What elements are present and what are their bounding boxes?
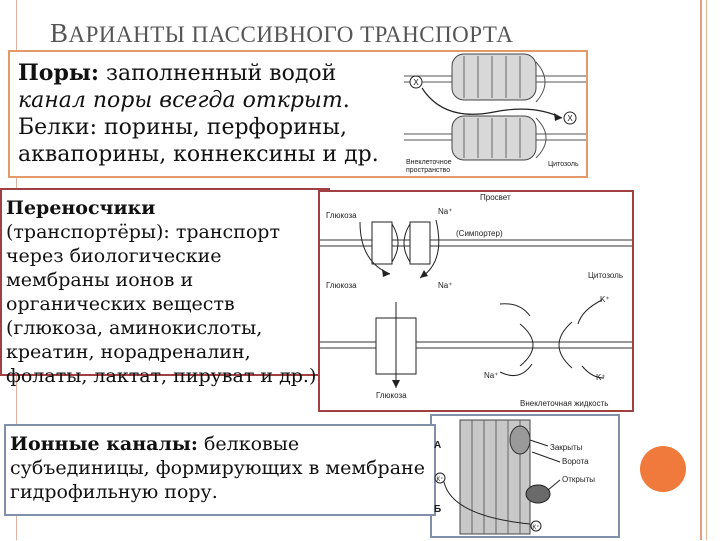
carrier-glucose-mid: Глюкоза: [326, 281, 357, 290]
carrier-diagram-box: [318, 190, 634, 412]
channel-open: Открыты: [562, 475, 595, 484]
pore-diagram: X X Внеклеточное пространство Цитозоль: [404, 52, 586, 181]
slide-title-rest: АРИАНТЫ ПАССИВНОГО ТРАНСПОРТА: [68, 22, 514, 47]
carriers-label: Переносчики: [6, 197, 156, 219]
frame-right-line-inner: [706, 0, 707, 540]
carrier-symporter: (Симпортер): [456, 229, 503, 238]
accent-circle: [640, 446, 686, 492]
pore-label-left-2: пространство: [406, 167, 450, 174]
carrier-glucose-top: Глюкоза: [326, 211, 357, 220]
carrier-bottom-label: Внеклеточная жидкость: [520, 399, 608, 408]
pores-label: Поры:: [18, 60, 100, 86]
pore-label-left-1: Внеклеточное: [406, 159, 452, 166]
pore-marker-right: X: [567, 114, 573, 123]
frame-right-line: [700, 0, 702, 540]
channel-diagram: А Б K⁺ K⁺ Закрыты Ворота Открыты: [432, 416, 618, 541]
carriers-description: (транспортёры): транспорт через биологич…: [6, 221, 323, 387]
pores-text: Поры: заполненный водой канал поры всегд…: [18, 60, 408, 168]
carrier-diagram: Просвет Глюкоза Na⁺ (Симпортер) Глюкоза …: [320, 192, 632, 415]
channels-description: белковые субъединицы, формирующих в мемб…: [10, 433, 425, 503]
channels-label: Ионные каналы:: [10, 433, 198, 455]
pores-text-3: Белки: порины, перфорины, аквапорины, ко…: [18, 115, 379, 167]
channel-label-b: Б: [434, 504, 441, 515]
carrier-top-label: Просвет: [480, 193, 511, 202]
channel-label-a: А: [434, 440, 441, 451]
channels-text: Ионные каналы: белковые субъединицы, фор…: [10, 432, 430, 504]
channel-k2: K⁺: [532, 524, 539, 531]
carrier-k-bottom: K⁺: [596, 373, 606, 382]
carrier-na-top: Na⁺: [438, 207, 452, 216]
pores-text-1: заполненный водой: [99, 61, 337, 86]
pore-marker-left: X: [413, 78, 419, 87]
pores-text-2: .: [342, 88, 350, 113]
channel-k1: K⁺: [436, 476, 443, 483]
carrier-k-top: K⁺: [600, 295, 610, 304]
slide-title: ВАРИАНТЫ ПАССИВНОГО ТРАНСПОРТА: [50, 18, 513, 49]
carrier-na-mid: Na⁺: [438, 281, 452, 290]
slide-title-cap: В: [50, 18, 69, 48]
carrier-glucose-bottom: Глюкоза: [376, 391, 407, 400]
pore-label-right: Цитозоль: [548, 161, 579, 168]
carriers-text: Переносчики (транспортёры): транспорт че…: [6, 196, 326, 388]
channel-gate: Ворота: [562, 457, 589, 466]
pores-italic: канал поры всегда открыт: [18, 88, 343, 113]
channel-closed: Закрыты: [550, 443, 583, 452]
channels-box: [4, 424, 436, 516]
carriers-box: [0, 188, 330, 376]
carrier-na-bottom: Na⁺: [484, 371, 498, 380]
carrier-cytosol: Цитозоль: [588, 271, 623, 280]
